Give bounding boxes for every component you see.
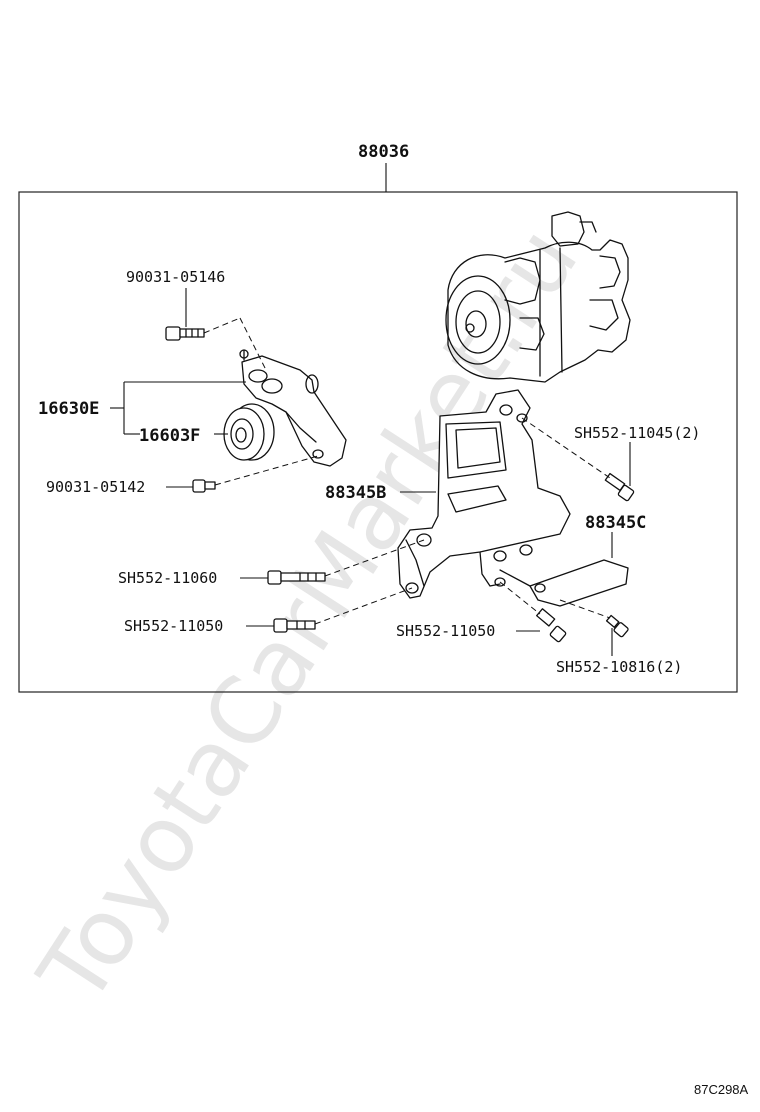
part-label-90031-05142[interactable]: 90031-05142 bbox=[46, 478, 145, 496]
part-label-88345C[interactable]: 88345C bbox=[585, 513, 646, 533]
bolt-top-drawing bbox=[165, 317, 267, 371]
compressor-bracket-drawing bbox=[397, 389, 571, 599]
assembly-frame bbox=[18, 163, 738, 693]
bolt-right-drawing bbox=[521, 417, 635, 502]
compressor-drawing bbox=[445, 211, 631, 383]
bolt-mid-low-drawing bbox=[499, 581, 567, 643]
stay-plate-drawing bbox=[494, 559, 629, 607]
part-label-88345B[interactable]: 88345B bbox=[325, 483, 386, 503]
watermark-text: ToyotaCarMarket.ru bbox=[18, 209, 599, 1023]
part-label-16603F[interactable]: 16603F bbox=[139, 426, 200, 446]
part-label-SH552-11045[interactable]: SH552-11045(2) bbox=[574, 424, 700, 442]
bolt-left-low-drawing bbox=[273, 587, 413, 633]
figure-code: 87C298A bbox=[694, 1082, 749, 1097]
part-label-16630E[interactable]: 16630E bbox=[38, 399, 99, 419]
pulley-drawing bbox=[223, 403, 275, 461]
part-label-SH552-10816[interactable]: SH552-10816(2) bbox=[556, 658, 682, 676]
part-label-SH552-11060[interactable]: SH552-11060 bbox=[118, 569, 217, 587]
bolt-long-drawing bbox=[267, 539, 425, 585]
leader-lines bbox=[110, 288, 631, 656]
part-label-SH552-11050-left[interactable]: SH552-11050 bbox=[124, 617, 223, 635]
idler-bracket-drawing bbox=[239, 349, 347, 467]
part-label-SH552-11050-mid[interactable]: SH552-11050 bbox=[396, 622, 495, 640]
part-label-90031-05146[interactable]: 90031-05146 bbox=[126, 268, 225, 286]
assembly-number-label[interactable]: 88036 bbox=[358, 142, 409, 162]
bolt-small-drawing bbox=[192, 455, 319, 493]
nut-right-drawing bbox=[559, 599, 629, 638]
